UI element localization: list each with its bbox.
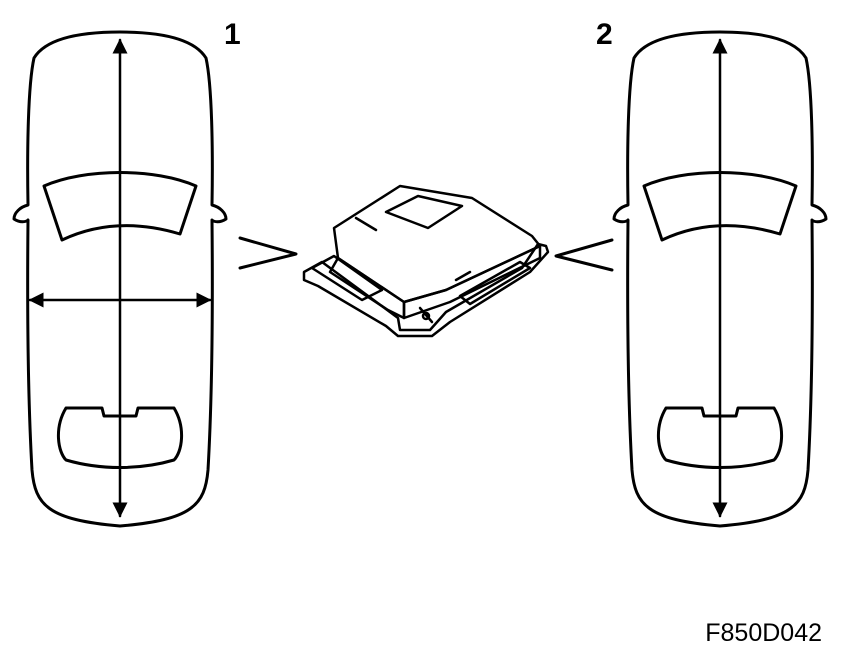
label-1: 1	[224, 18, 241, 51]
label-2: 2	[596, 18, 613, 51]
left-car-icon	[12, 30, 228, 528]
figure-id: F850D042	[705, 619, 822, 647]
chevron-left-icon	[554, 238, 614, 272]
control-module-icon	[302, 184, 550, 338]
right-car-icon	[612, 30, 828, 528]
chevron-right-icon	[238, 236, 298, 270]
